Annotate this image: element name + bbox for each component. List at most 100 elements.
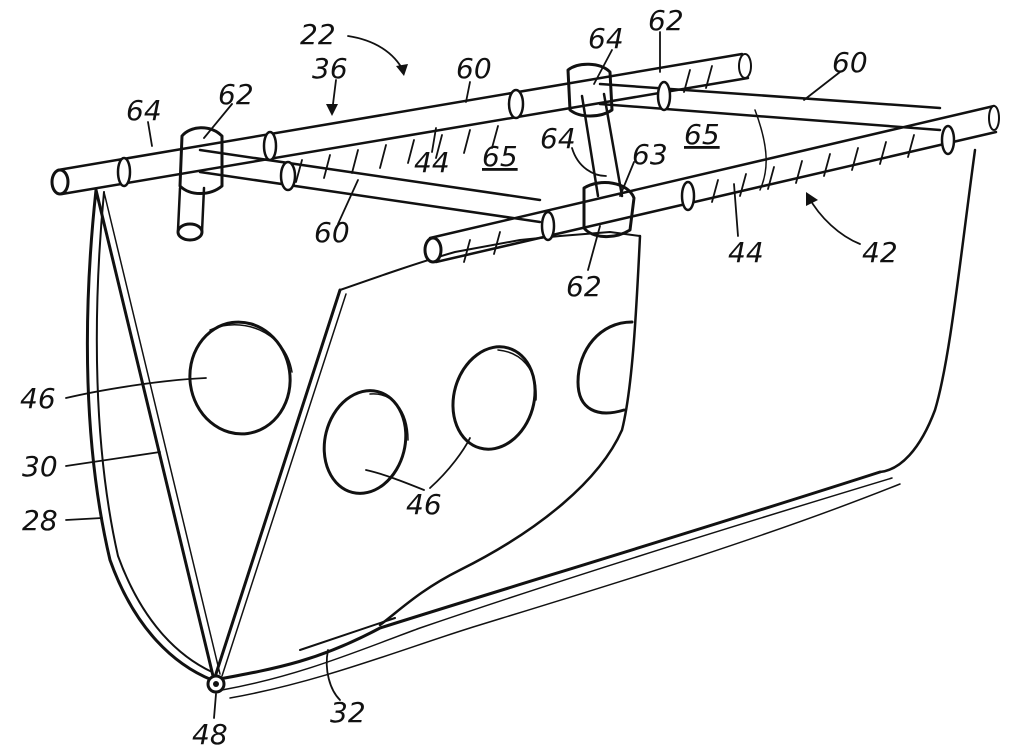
ref-44-mid: 44	[414, 146, 450, 179]
right-back-wall	[878, 148, 977, 474]
flap-right-edge	[378, 234, 642, 627]
opening-center-left	[322, 389, 408, 495]
leader-42	[807, 195, 861, 245]
ref-32: 32	[330, 696, 366, 729]
rail-back-wraps	[295, 65, 713, 183]
divider-panel	[94, 188, 216, 682]
ref-62-bottom: 62	[566, 270, 602, 303]
tee-left-stub	[176, 186, 206, 234]
ref-60-front: 60	[314, 216, 350, 249]
leader-62-bottom	[587, 225, 601, 271]
leader-60-top	[465, 81, 471, 103]
leader-46-bottom-a	[365, 469, 425, 491]
left-outer-wall	[85, 188, 214, 682]
ref-62-left: 62	[218, 78, 254, 111]
collar-a	[262, 130, 278, 162]
leader-44-mid	[431, 127, 437, 153]
leader-60-front	[337, 179, 359, 225]
ref-44-right: 44	[728, 236, 764, 269]
ref-62-top: 62	[648, 4, 684, 37]
basket-openings	[188, 320, 634, 495]
ref-48: 48	[192, 718, 228, 751]
ref-63: 63	[632, 138, 668, 171]
frame	[50, 52, 1000, 264]
collar-f	[680, 180, 696, 212]
bottom-fold	[299, 617, 396, 651]
arrow-42	[806, 192, 818, 206]
cross-tube-right	[598, 82, 942, 110]
collar-b	[279, 160, 297, 192]
leader-30	[65, 451, 161, 467]
opening-center-left-rim	[369, 393, 409, 441]
leader-44-right	[733, 183, 739, 237]
ref-46-left: 46	[20, 382, 56, 415]
bottom-seam	[212, 470, 882, 682]
divider-panel-inner	[103, 191, 221, 675]
rail-back	[56, 52, 744, 172]
cross-tube-left-lower	[198, 170, 542, 224]
bottom-pivot-hub	[213, 681, 219, 687]
ref-30: 30	[22, 450, 58, 483]
opening-center-right-rim	[497, 349, 537, 401]
opening-left-rim	[209, 324, 293, 373]
leader-28	[65, 517, 103, 521]
reference-numerals: 22 36 60 64 62 64 62 60 44 65 64 63 65 6…	[20, 4, 898, 751]
collar-d	[656, 80, 672, 112]
tee-bottom	[582, 181, 636, 238]
ref-65-left: 65	[482, 140, 518, 173]
collar-e	[540, 210, 556, 242]
ref-64-center: 64	[540, 122, 576, 155]
leader-32	[325, 649, 341, 701]
rail-front-lower	[434, 130, 998, 264]
ref-22: 22	[300, 18, 336, 51]
flap-front-edge	[212, 288, 342, 682]
opening-right	[576, 320, 634, 415]
bottom-seam-inner	[221, 477, 893, 691]
collar-g	[940, 124, 956, 156]
tee-left-stub-end	[176, 222, 204, 242]
cross-tube-left	[198, 148, 542, 202]
rail-back-end-right	[738, 53, 752, 79]
ref-65-right: 65	[684, 118, 720, 151]
ref-42: 42	[862, 236, 898, 269]
center-brace-right	[602, 92, 624, 198]
back-top-edge	[754, 109, 767, 191]
ref-64-left: 64	[126, 94, 162, 127]
leader-64-left	[147, 121, 153, 147]
ref-60-top: 60	[456, 52, 492, 85]
rail-back-lower	[60, 76, 750, 196]
leader-63	[619, 161, 635, 197]
ref-60-right: 60	[832, 46, 868, 79]
left-inner-wall	[95, 191, 213, 673]
ref-64-top: 64	[588, 22, 624, 55]
leader-46-bottom-b	[429, 437, 471, 489]
flap-front-edge-inner	[221, 293, 347, 677]
leader-64-top	[593, 49, 613, 85]
flap-torn-top	[339, 231, 641, 291]
center-brace	[580, 94, 600, 198]
leader-46-left	[65, 377, 207, 399]
opening-left	[188, 320, 292, 436]
rail-back-end-left	[50, 168, 70, 196]
rail-front-wraps	[463, 134, 915, 263]
bottom-seam-outer	[229, 483, 901, 699]
rail-front-end-right	[988, 105, 1000, 131]
opening-center-right	[451, 345, 537, 451]
arrow-22	[396, 64, 408, 76]
leader-62-left	[203, 103, 233, 139]
leader-lines	[65, 31, 861, 719]
tee-top	[566, 62, 614, 118]
arrow-36	[326, 104, 338, 116]
collar-left	[116, 156, 132, 188]
ref-28: 28	[22, 504, 58, 537]
ref-46-bottom: 46	[406, 488, 442, 521]
collar-c	[507, 88, 525, 120]
leader-22	[347, 35, 405, 73]
leader-64-center	[571, 147, 607, 177]
leader-48	[213, 693, 217, 719]
tee-left	[178, 126, 224, 195]
rail-front-end-left	[423, 236, 443, 264]
cross-tube-right-lower	[598, 102, 942, 132]
ref-36: 36	[312, 52, 348, 85]
